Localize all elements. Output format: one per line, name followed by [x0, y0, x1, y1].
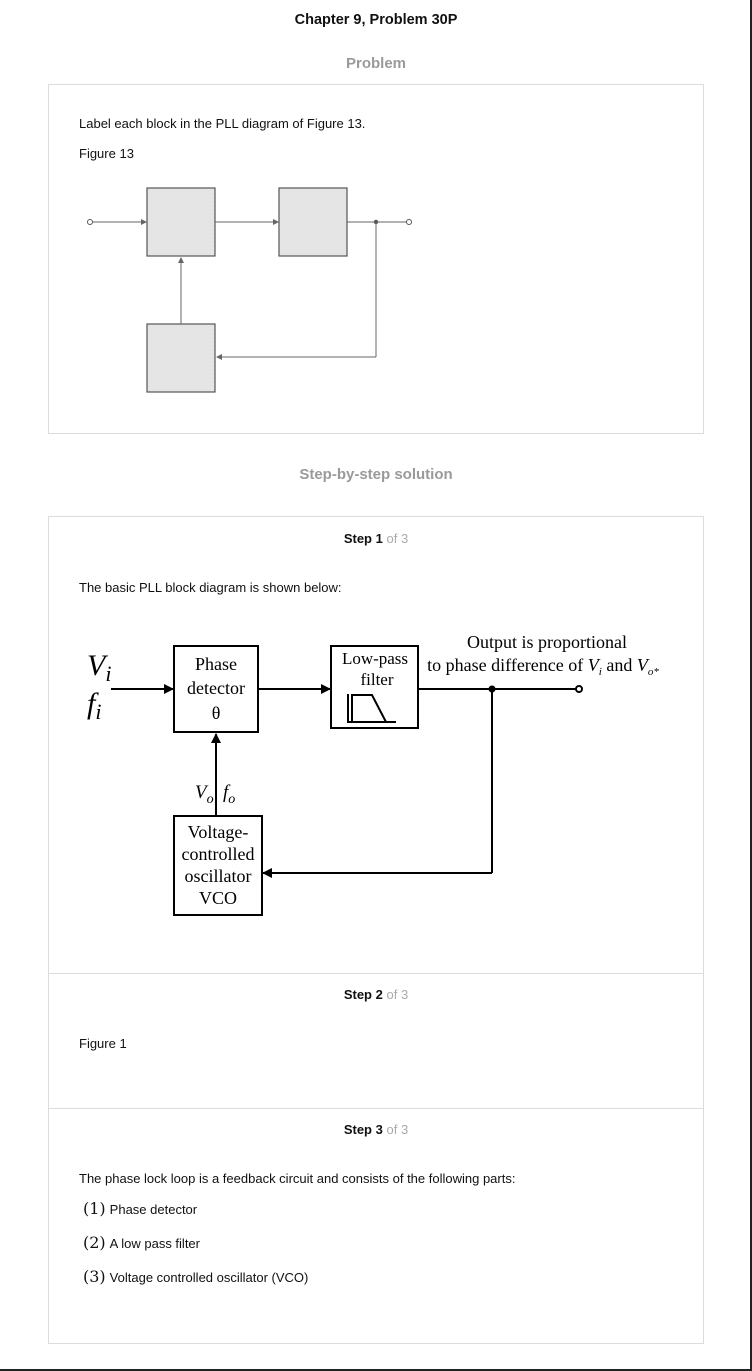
problem-statement: Label each block in the PLL diagram of F…	[79, 116, 366, 131]
vco-line-4: VCO	[199, 888, 237, 908]
problem-card: Label each block in the PLL diagram of F…	[48, 84, 704, 434]
low-pass-filter-block	[330, 645, 419, 729]
part-item-2-marker: (2)	[83, 1233, 106, 1252]
step-3-title: Step 3 of 3	[49, 1122, 703, 1137]
output-note-line-2: to phase difference of Vi and Vo*	[427, 655, 659, 678]
step-2-text: Figure 1	[79, 1036, 127, 1051]
step-2-number: 2	[375, 987, 383, 1002]
output-terminal	[575, 685, 583, 693]
chapter-title: Chapter 9, Problem 30P	[294, 12, 458, 28]
fig13-block-2	[278, 187, 348, 257]
vco-line-2: controlled	[182, 844, 255, 864]
part-item-1-label: Phase detector	[109, 1202, 198, 1217]
phase-detector-line-3: θ	[212, 703, 221, 723]
step-1-number: 1	[375, 531, 383, 546]
solution-heading: Step-by-step solution	[299, 466, 453, 483]
fig13-block-1	[146, 187, 216, 257]
vco-line-1: Voltage-	[188, 822, 249, 842]
vco-block	[173, 815, 263, 916]
step-3-text: The phase lock loop is a feedback circui…	[79, 1171, 516, 1186]
part-item-2-label: A low pass filter	[109, 1236, 200, 1251]
fig13-output-terminal	[406, 219, 412, 225]
lpf-line-2: filter	[360, 670, 393, 689]
step-divider-2	[49, 1108, 703, 1109]
step-1-text: The basic PLL block diagram is shown bel…	[79, 580, 342, 595]
frame-edge-right	[750, 0, 752, 1371]
figure-13-diagram	[87, 187, 412, 393]
solution-card: Step 1 of 3 The basic PLL block diagram …	[48, 516, 704, 1344]
step-2-word: Step	[343, 987, 372, 1002]
step-2-of: of 3	[386, 987, 409, 1002]
part-item-1-marker: (1)	[83, 1199, 106, 1218]
pll-block-diagram: Vi fi Phase detector θ Low-pass filter O	[87, 632, 659, 916]
input-f-label: fi	[87, 687, 101, 724]
input-v-label: Vi	[87, 649, 111, 686]
part-item-2: (2)A low pass filter	[83, 1233, 200, 1252]
part-item-3: (3)Voltage controlled oscillator (VCO)	[83, 1267, 308, 1286]
lpf-response-icon	[347, 694, 396, 723]
fig13-input-terminal	[87, 219, 93, 225]
feedback-f-label: fo	[223, 782, 235, 807]
frame-edge-bottom	[0, 1369, 752, 1371]
problem-heading: Problem	[345, 55, 406, 72]
step-3-word: Step	[343, 1122, 372, 1137]
step-1-title: Step 1 of 3	[49, 531, 703, 546]
output-note-line-1: Output is proportional	[467, 632, 627, 652]
feedback-v-label: Vo	[195, 782, 214, 807]
figure-13-label: Figure 13	[79, 146, 134, 161]
part-item-3-label: Voltage controlled oscillator (VCO)	[109, 1270, 309, 1285]
step-divider-1	[49, 973, 703, 974]
lpf-line-1: Low-pass	[342, 649, 408, 668]
step-3-of: of 3	[386, 1122, 409, 1137]
step-1-word: Step	[343, 531, 372, 546]
phase-detector-line-1: Phase	[195, 654, 237, 674]
step-2-title: Step 2 of 3	[49, 987, 703, 1002]
vco-line-3: oscillator	[185, 866, 252, 886]
part-item-1: (1)Phase detector	[83, 1199, 197, 1218]
part-item-3-marker: (3)	[83, 1267, 106, 1286]
fig13-block-3	[146, 323, 216, 393]
step-3-number: 3	[375, 1122, 383, 1137]
step-1-of: of 3	[386, 531, 409, 546]
phase-detector-line-2: detector	[187, 678, 245, 698]
